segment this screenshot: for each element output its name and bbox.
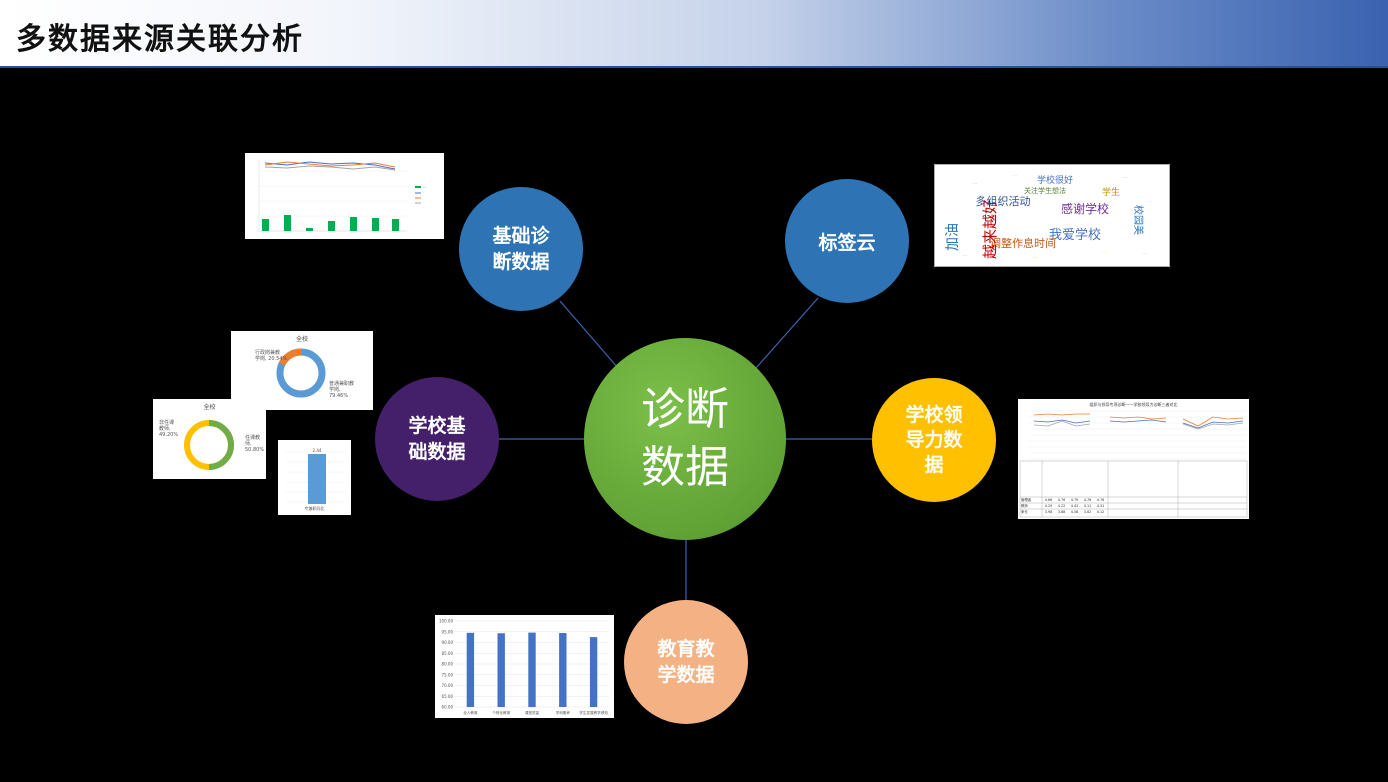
leadership-row-cell: 4.66 bbox=[1044, 498, 1053, 502]
leadership-row-name: 教师 bbox=[1021, 504, 1028, 508]
svg-text:—: — bbox=[423, 185, 426, 189]
edu-ytick-label: 80.00 bbox=[442, 662, 454, 667]
word-cloud-filler: ··· bbox=[1123, 175, 1128, 181]
education-bar-graphic: 100.00 95.00 90.00 85.00 80.00 75.00 70.00 65.0… bbox=[439, 619, 609, 715]
edu-ytick-label: 90.00 bbox=[442, 640, 454, 645]
leadership-row-cell: 4.22 bbox=[1057, 504, 1066, 508]
word-cloud-thumbnail: ··· ··· ··· ··· ··· ··· ··· ··· 学校很好多组织活动感谢学校我爱学… bbox=[934, 164, 1170, 267]
edu-bar bbox=[589, 637, 598, 707]
edu-ytick-label: 60.00 bbox=[442, 705, 454, 710]
leadership-node[interactable]: 学校领 导力数 据 bbox=[872, 378, 996, 502]
word-cloud-word: 感谢学校 bbox=[1061, 201, 1109, 216]
donut2-label-b: 任课教 师, 50.80% bbox=[245, 435, 265, 453]
edu-bar bbox=[497, 633, 505, 707]
word-cloud-word: 学校很好 bbox=[1037, 174, 1073, 186]
leadership-row-cell: 4.42 bbox=[1070, 504, 1079, 508]
edu-bar bbox=[559, 633, 567, 707]
word-cloud-word: 校园美 bbox=[1132, 205, 1145, 235]
edu-bar bbox=[466, 632, 475, 707]
edu-category-label: 学生发展教学绩效 bbox=[579, 710, 608, 715]
word-cloud-word: 多组织活动 bbox=[976, 194, 1031, 208]
word-cloud-filler: ··· bbox=[963, 253, 968, 259]
word-cloud-word: 学生 bbox=[1102, 186, 1120, 198]
school-basic-node[interactable]: 学校基 础数据 bbox=[375, 377, 499, 501]
leadership-table-thumbnail: 组织与领导专项诊断——学校领导力诊断三者对比 bbox=[1018, 399, 1249, 519]
single-bar-mark bbox=[308, 454, 326, 504]
edu-ytick-label: 65.00 bbox=[442, 694, 454, 699]
edu-category-label: 个别化教育 bbox=[492, 710, 510, 715]
edu-ytick-label: 95.00 bbox=[442, 629, 454, 634]
leadership-row-cell: 4.76 bbox=[1057, 498, 1066, 502]
word-cloud-filler: ··· bbox=[1143, 251, 1148, 257]
edu-category-label: 全人教育 bbox=[463, 710, 478, 715]
leadership-row-cell: 4.58 bbox=[1070, 510, 1079, 514]
leadership-row-cell: 4.29 bbox=[1044, 504, 1053, 508]
combo-chart-thumbnail: — bbox=[245, 153, 444, 239]
word-cloud-word: 越来越好 bbox=[981, 199, 999, 259]
diagram-stage: 诊断 数据 基础诊 断数据 标签云 学校基 础数据 学校领 导力数 据 教育教 … bbox=[0, 68, 1388, 782]
word-cloud-word: 我爱学校 bbox=[1049, 227, 1101, 243]
edu-bar bbox=[528, 632, 536, 707]
leadership-row-cell: 3.88 bbox=[1057, 510, 1066, 514]
donut1-title: 全校 bbox=[295, 336, 308, 343]
donut2-graphic bbox=[184, 420, 234, 470]
leadership-row-cell: 4.12 bbox=[1096, 510, 1105, 514]
word-cloud-word: 加油 bbox=[945, 223, 961, 251]
leadership-row-cell: 4.31 bbox=[1096, 504, 1105, 508]
edu-ytick-label: 70.00 bbox=[442, 683, 454, 688]
word-cloud-filler: ··· bbox=[1033, 255, 1038, 261]
leadership-table-rows: 管理者 4.66 4.76 4.79 4.76 4.76 教师 4.29 4.22 4.42 4.1… bbox=[1021, 497, 1246, 515]
edu-ytick-label: 85.00 bbox=[442, 651, 454, 656]
leadership-row-cell: 4.76 bbox=[1096, 498, 1105, 502]
word-cloud-filler: ··· bbox=[1013, 173, 1018, 179]
basic-diagnosis-node[interactable]: 基础诊 断数据 bbox=[459, 187, 583, 311]
header-bar: 多数据来源关联分析 bbox=[0, 0, 1388, 68]
connector-tag bbox=[755, 297, 819, 369]
edu-category-label: 课堂质量 bbox=[525, 710, 540, 715]
edu-ytick-label: 75.00 bbox=[442, 672, 454, 677]
leadership-table-row: 家长 3.98 3.88 4.58 3.82 4.12 bbox=[1021, 509, 1246, 515]
single-bar-graphic bbox=[286, 451, 346, 504]
leadership-table-row: 管理者 4.66 4.76 4.79 4.76 4.76 bbox=[1021, 497, 1246, 503]
leadership-row-cell: 3.82 bbox=[1083, 510, 1092, 514]
combo-chart-graphic: — bbox=[245, 153, 444, 239]
word-cloud-filler: ··· bbox=[973, 181, 978, 187]
leadership-row-cell: 4.76 bbox=[1083, 498, 1092, 502]
donut-chart-thumbnail-1: 全校 行政岗兼教 学岗, 20.54% 普通兼职教 学岗, 79.46% bbox=[231, 331, 373, 410]
leadership-row-cell: 3.98 bbox=[1044, 510, 1053, 514]
center-node[interactable]: 诊断 数据 bbox=[584, 338, 786, 540]
leadership-row-name: 家长 bbox=[1021, 510, 1028, 514]
leadership-row-cell: 4.11 bbox=[1083, 504, 1092, 508]
donut2-title: 全校 bbox=[203, 404, 216, 411]
word-cloud-filler: ··· bbox=[1148, 199, 1153, 205]
word-cloud-word: 关注学生想法 bbox=[1024, 186, 1066, 195]
education-node[interactable]: 教育教 学数据 bbox=[624, 600, 748, 724]
leadership-table-title: 组织与领导专项诊断——学校领导力诊断三者对比 bbox=[1089, 402, 1178, 407]
leadership-table-row: 教师 4.29 4.22 4.42 4.11 4.31 bbox=[1021, 503, 1246, 509]
single-bar-thumbnail: 2.44 专兼职同比 bbox=[278, 440, 351, 515]
donut2-label-a: 非任课 教师, 49.20% bbox=[159, 420, 179, 438]
education-bar-thumbnail: 100.00 95.00 90.00 85.00 80.00 75.00 70.00 65.0… bbox=[435, 615, 614, 718]
leadership-table-graphic bbox=[1019, 410, 1248, 518]
word-cloud-word: 调整作息时间 bbox=[990, 236, 1056, 250]
connector-lines bbox=[499, 297, 872, 600]
tag-cloud-node[interactable]: 标签云 bbox=[785, 179, 909, 303]
donut1-label-b: 普通兼职教 学岗, 79.46% bbox=[329, 381, 355, 399]
edu-ytick-label: 100.00 bbox=[439, 619, 453, 624]
donut1-graphic bbox=[276, 348, 326, 398]
single-bar-category: 专兼职同比 bbox=[304, 506, 325, 511]
page-title: 多数据来源关联分析 bbox=[16, 22, 304, 57]
word-cloud-filler: ··· bbox=[1103, 249, 1108, 255]
donut1-label-a: 行政岗兼教 学岗, 20.54% bbox=[255, 350, 288, 362]
donut-chart-thumbnail-2: 全校 非任课 教师, 49.20% 任课教 师, 50.80% bbox=[153, 399, 266, 479]
connector-basic bbox=[559, 300, 619, 369]
edu-category-label: 学科素养 bbox=[556, 710, 571, 715]
word-cloud-graphic: ··· ··· ··· ··· ··· ··· ··· ··· 学校很好多组织活动感谢学校我爱学… bbox=[945, 173, 1153, 261]
leadership-row-cell: 4.79 bbox=[1070, 498, 1079, 502]
leadership-row-name: 管理者 bbox=[1021, 498, 1032, 502]
single-bar-value: 2.44 bbox=[312, 448, 322, 453]
